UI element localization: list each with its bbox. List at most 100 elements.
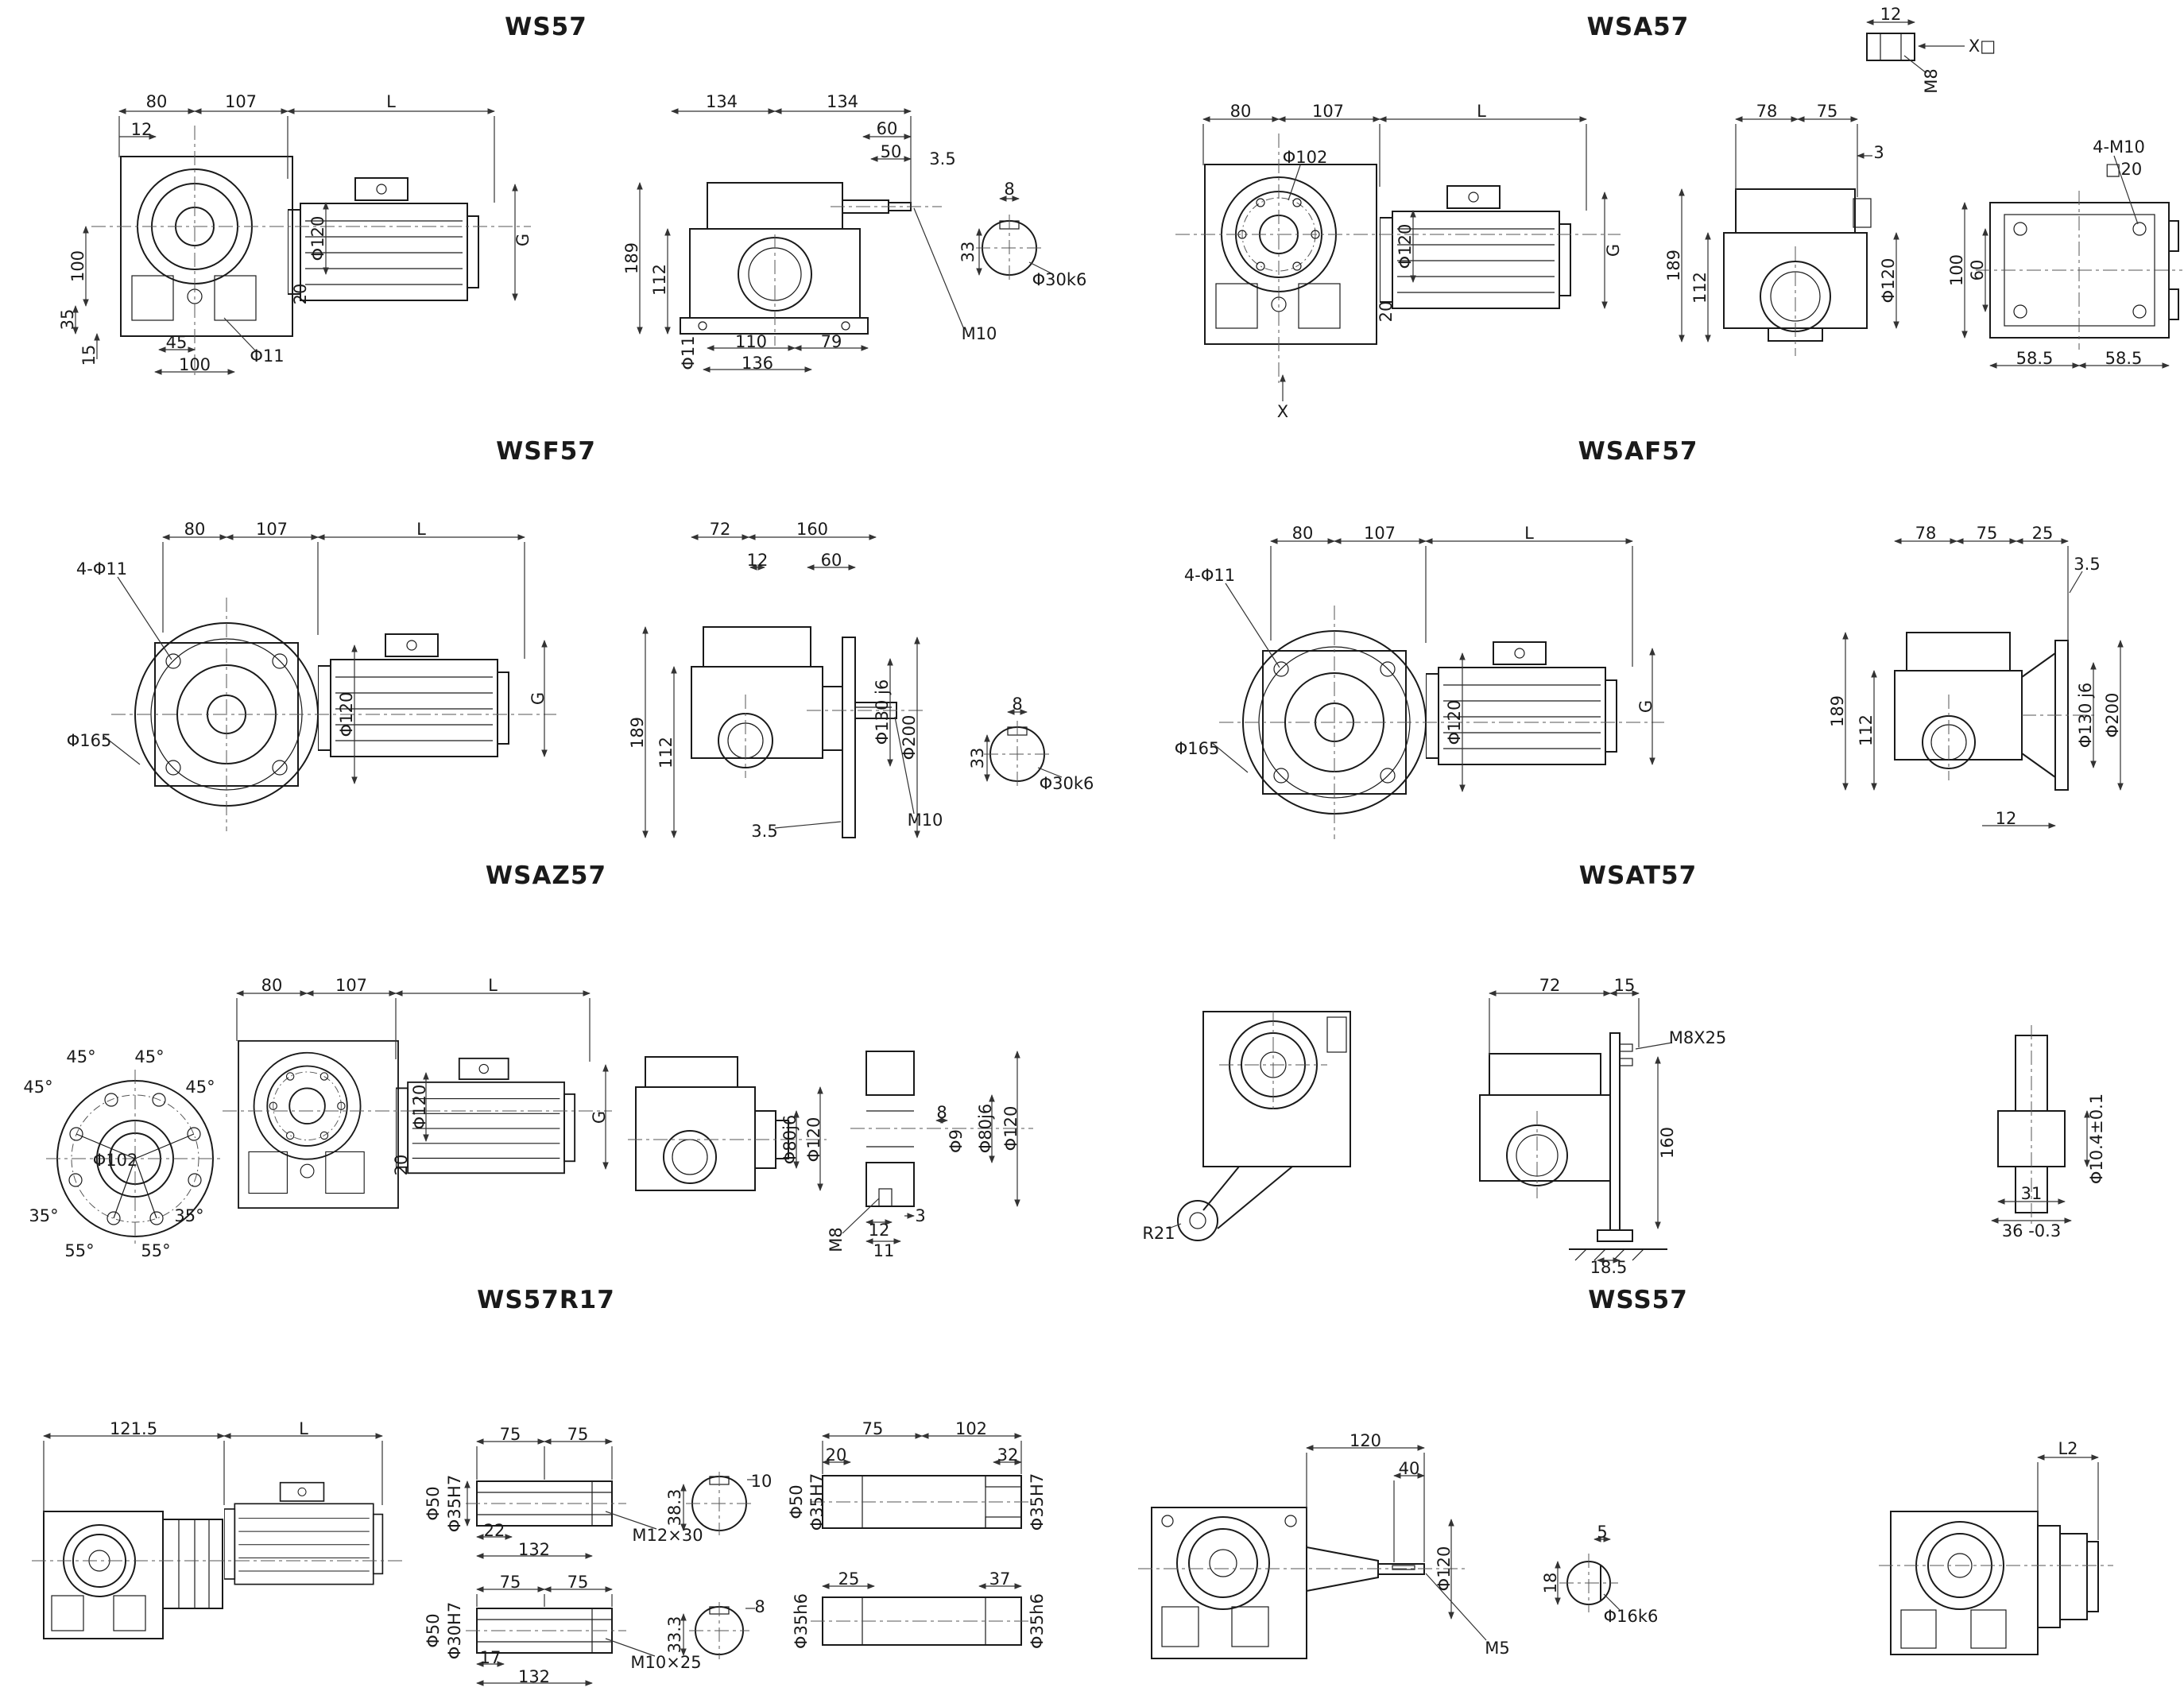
ws57-drawing (72, 108, 1054, 375)
dim-label: Φ120 (1435, 1546, 1454, 1592)
dim-label: Φ130 j6 (873, 679, 892, 745)
dim-label: L (488, 976, 498, 995)
dim-label: 55° (141, 1241, 171, 1260)
dim-label: Φ50 (787, 1484, 806, 1519)
panel-title-wsat57: WSAT57 (1578, 861, 1698, 890)
dim-label: Φ30H7 (445, 1601, 464, 1660)
dim-label: 120 (1349, 1431, 1382, 1450)
dim-label: L (386, 92, 396, 111)
dim-label: M10 (907, 811, 943, 830)
dim-label: M8 (1922, 68, 1941, 94)
dim-label: Φ9 (947, 1129, 966, 1153)
dim-label: G (1636, 699, 1655, 714)
dim-label: 112 (1690, 271, 1710, 304)
dim-label: 20 (291, 283, 310, 305)
dim-label: 112 (656, 736, 676, 769)
dim-label: 18 (1541, 1572, 1560, 1594)
wss57-front-view (1138, 1445, 1487, 1659)
wsaz57-output-section (628, 1056, 827, 1191)
dim-label: 35° (174, 1206, 204, 1225)
dim-label: X□ (1968, 37, 1996, 56)
dim-label: 4-M10 (2093, 137, 2145, 157)
dim-label: 75 (1976, 524, 1998, 543)
dim-label: R21 (1142, 1224, 1175, 1243)
dim-label: 50 (880, 142, 902, 161)
dim-label: Φ120 (410, 1084, 429, 1130)
dim-label: M8X25 (1668, 1028, 1727, 1047)
dim-label: L (1477, 102, 1486, 121)
dim-label: X (1276, 402, 1289, 421)
dim-label: 80 (261, 976, 283, 995)
dim-label: 33.3 (665, 1616, 684, 1654)
dim-label: 189 (1828, 695, 1847, 728)
dim-label: G (1604, 243, 1623, 257)
dim-label: Φ16k6 (1603, 1607, 1659, 1626)
dim-label: 25 (2031, 524, 2054, 543)
dim-label: M5 (1485, 1639, 1510, 1658)
wsaz57-front-view (223, 990, 612, 1208)
wsa57-side-view (1679, 116, 1899, 356)
dim-label: 100 (1947, 253, 1966, 287)
dim-label: 60 (1968, 259, 1987, 281)
dim-label: 80 (145, 92, 168, 111)
dim-label: 189 (622, 242, 641, 275)
dim-label: 25 (838, 1569, 860, 1589)
dim-label: 18.5 (1590, 1258, 1628, 1277)
panel-title-ws57r17: WS57R17 (477, 1286, 615, 1314)
panel-wss57: WSS57 (1092, 1273, 2184, 1697)
wsaf57-drawing (1210, 538, 2124, 839)
dim-label: 8 (936, 1103, 947, 1122)
dim-label: 75 (567, 1573, 589, 1592)
dim-label: 32 (997, 1446, 1019, 1465)
dim-label: 134 (705, 92, 738, 111)
dim-label: 3.5 (751, 822, 778, 841)
dim-label: 107 (255, 520, 288, 539)
dim-label: 12 (1995, 809, 2017, 828)
dim-label: 20 (392, 1154, 411, 1176)
panel-wsa57: WSA57 (1092, 0, 2184, 424)
wss57-shaft-detail (1555, 1536, 1621, 1612)
wsat57-drawing (1168, 990, 2090, 1264)
wsaf57-side-view (1842, 538, 2124, 829)
dim-label: 12 (130, 120, 153, 139)
dim-label: 45° (66, 1047, 96, 1066)
dim-label: 75 (862, 1419, 884, 1438)
dim-label: Φ130 j6 (2076, 682, 2095, 749)
wsf57-flange-view (103, 534, 556, 831)
dim-label: 33 (958, 241, 978, 263)
dim-label: 22 (483, 1521, 505, 1540)
dim-label: 107 (1311, 102, 1345, 121)
dim-label: Φ35h6 (1028, 1593, 1047, 1649)
panel-ws57: WS57 (0, 0, 1092, 424)
dim-label: 8 (1012, 695, 1023, 714)
dim-label: 80 (184, 520, 206, 539)
dim-label: 8 (754, 1597, 765, 1616)
wsaf57-flange-view (1210, 538, 1664, 839)
dim-label: 75 (1816, 102, 1838, 121)
wsf57-drawing (103, 534, 1063, 838)
panel-title-wsa57: WSA57 (1586, 13, 1690, 41)
panel-ws57r17: WS57R17 (0, 1273, 1092, 1697)
dim-label: 12 (1880, 5, 1902, 24)
dim-label: 38.3 (665, 1488, 684, 1527)
dim-label: Φ120 (337, 691, 356, 737)
ws57r17-hollow-shaft-top (811, 1433, 1033, 1529)
dim-label: 58.5 (2016, 349, 2054, 368)
dim-label: Φ35h6 (792, 1593, 811, 1649)
dim-label: Φ120 (1879, 257, 1898, 304)
dim-label: 107 (1363, 524, 1396, 543)
dim-label: 3 (915, 1206, 926, 1225)
dim-label: G (590, 1110, 609, 1124)
dim-label: 100 (68, 250, 87, 283)
dim-label: Φ50 (424, 1613, 443, 1648)
dim-label: Φ35H7 (807, 1473, 827, 1531)
ws57r17-sleeve-bottom (466, 1586, 755, 1686)
dim-label: M10 (961, 324, 997, 343)
dim-label: 78 (1915, 524, 1937, 543)
